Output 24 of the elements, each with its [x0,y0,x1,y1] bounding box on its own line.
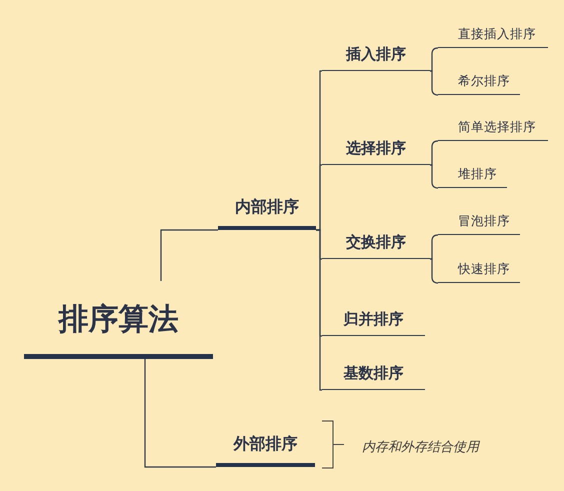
leaf-topic: 希尔排序 [438,73,520,95]
connector-line [430,70,439,96]
leaf-topic: 堆排序 [438,166,507,188]
subtopic: 选择排序 [322,137,430,165]
note-text: 内存和外存结合使用 [362,439,479,456]
connector-line [430,258,439,284]
subtopic: 归并排序 [322,308,425,336]
connector-line [430,140,439,166]
connector-line [144,359,216,468]
leaf-topic: 简单选择排序 [438,119,548,141]
subtopic: 交换排序 [322,231,430,259]
leaf-topic: 冒泡排序 [438,213,520,235]
connector-line [316,229,322,391]
connector-line [430,47,439,72]
connector-line [430,234,439,260]
main-topic: 外部排序 [216,429,315,467]
subtopic: 插入排序 [322,43,430,71]
main-topic: 内部排序 [218,194,316,230]
leaf-topic: 直接插入排序 [438,26,548,48]
subtopic: 基数排序 [322,362,425,390]
connector-line [430,164,439,189]
root-topic: 排序算法 [24,281,213,359]
connector-line [160,229,218,281]
leaf-topic: 快速排序 [438,261,520,283]
